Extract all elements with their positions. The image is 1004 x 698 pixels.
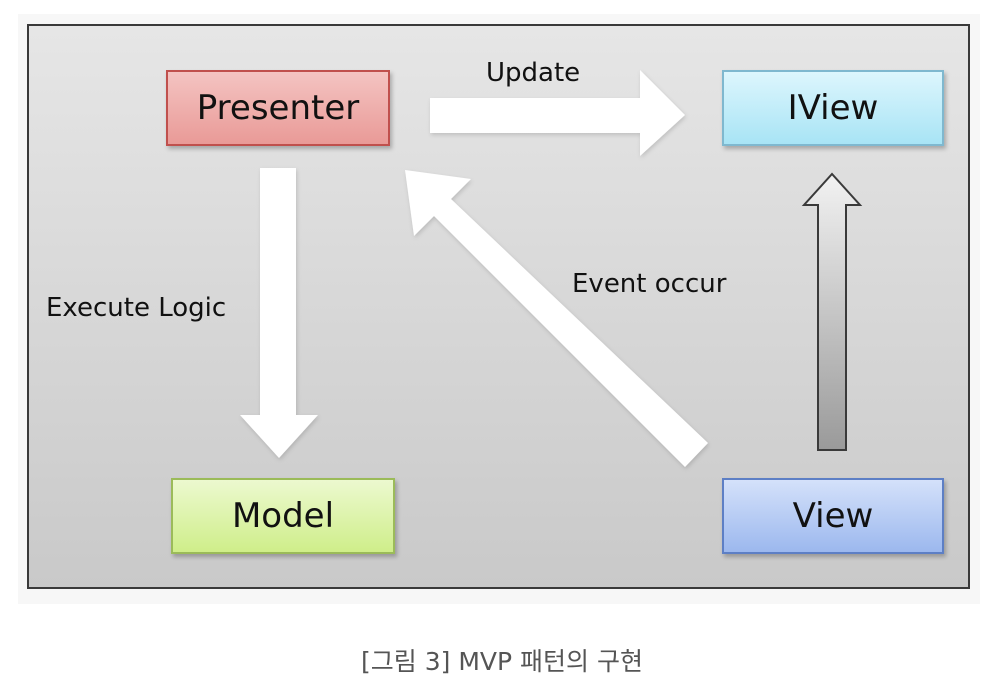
iview-box: IView [722, 70, 944, 146]
view-to-iview-arrow [801, 172, 863, 451]
update-arrow [430, 70, 685, 156]
execute-logic-edge-label: Execute Logic [46, 293, 227, 323]
model-label: Model [231, 496, 335, 536]
figure-caption: [그림 3] MVP 패턴의 구현 [361, 647, 643, 676]
model-box: Model [171, 478, 395, 554]
event-occur-edge-label: Event occur [572, 269, 727, 299]
presenter-box: Presenter [166, 70, 390, 146]
update-edge-label: Update [486, 58, 581, 88]
event-occur-arrow [405, 170, 708, 467]
view-label: View [792, 496, 874, 536]
execute-logic-arrow [240, 168, 318, 458]
iview-label: IView [787, 88, 879, 128]
presenter-label: Presenter [196, 88, 360, 128]
view-box: View [722, 478, 944, 554]
